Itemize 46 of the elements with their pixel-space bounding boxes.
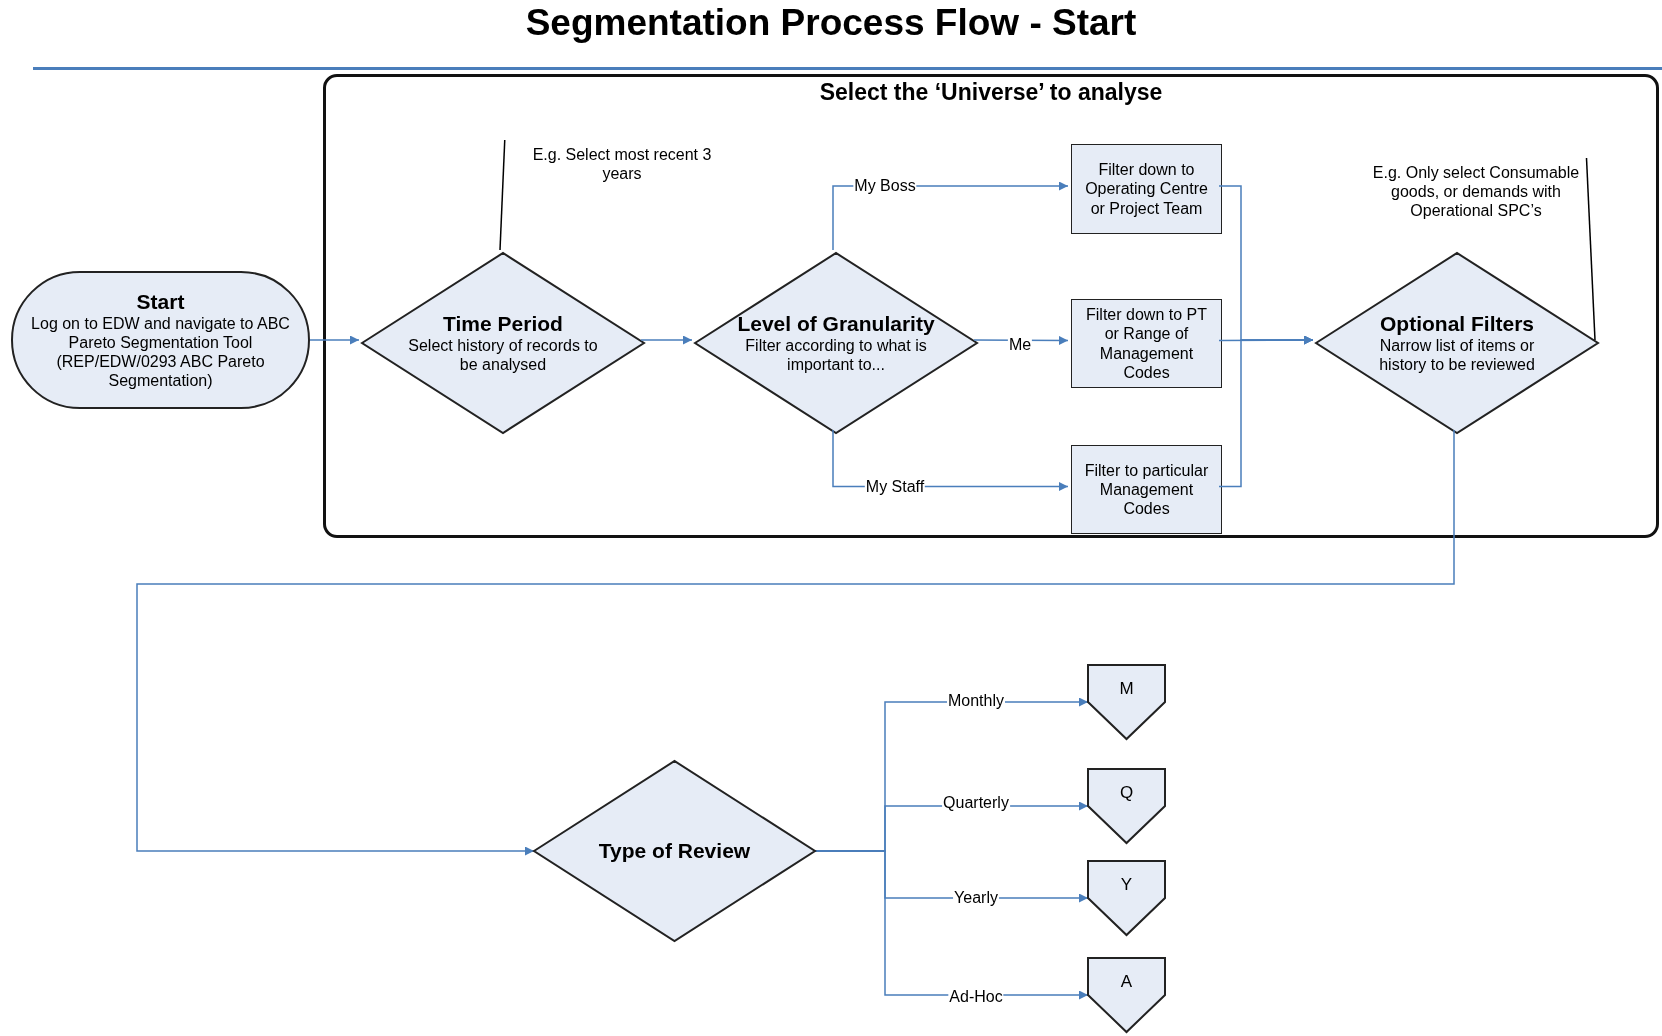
arrow [309, 335, 360, 345]
node-text: Filter down to Operating Centre or Project Team [1084, 160, 1209, 218]
node-text: Filter to particular Management Codes [1083, 460, 1210, 519]
node-text: M [1119, 679, 1134, 700]
group-heading: Select the ‘Universe’ to analyse [818, 79, 1164, 106]
group-frame [323, 74, 1659, 538]
arrow [832, 181, 1069, 251]
arrow [136, 429, 1455, 856]
off-page-connector [1088, 665, 1165, 739]
decision-diamond [362, 253, 644, 433]
edge-label: Monthly [947, 692, 1005, 710]
node-text: Log on to EDW and navigate to ABC Pareto Segmentation Tool (REP/EDW/0293 ABC Pareto Segmentation) [30, 313, 291, 391]
arrow [640, 335, 693, 345]
node-text: Q [1119, 783, 1134, 804]
node-text: Type of Review [598, 838, 751, 864]
leader-line [499, 139, 506, 251]
edge-label: Yearly [953, 889, 999, 907]
node-text: Filter down to PT or Range of Management Codes [1085, 305, 1208, 382]
off-page-connector [1088, 769, 1165, 843]
diagram-title: Segmentation Process Flow - Start [524, 2, 1138, 44]
node-text: Select history of records to be analysed [407, 335, 599, 375]
process-box [1071, 445, 1222, 534]
edge-label: My Staff [864, 478, 926, 496]
node-text: Narrow list of items or history to be reviewed [1378, 335, 1536, 375]
node-title: Time Period [443, 311, 563, 336]
edge-label: My Boss [853, 177, 917, 195]
process-box [1071, 299, 1222, 388]
process-box [1071, 144, 1222, 234]
decision-diamond [1316, 253, 1598, 433]
decision-diamond [534, 761, 815, 941]
arrow [832, 429, 1069, 491]
node-text: A [1120, 972, 1133, 993]
node-title: Level of Granularity [737, 311, 935, 336]
annotation-text: E.g. Only select Consumable goods, or demands with Operational SPC’s [1359, 161, 1593, 229]
off-page-connector [1088, 958, 1165, 1032]
arrow [973, 335, 1069, 345]
node-title: Optional Filters [1380, 311, 1534, 336]
decision-diamond [695, 253, 977, 433]
arrow [1218, 335, 1314, 488]
off-page-connector [1088, 861, 1165, 935]
leader-line [1585, 157, 1596, 341]
node-title: Start [136, 289, 185, 314]
node-text: Filter according to what is important to... [744, 335, 928, 375]
edge-label: Quarterly [942, 794, 1010, 812]
annotation-text: E.g. Select most recent 3 years [503, 143, 741, 191]
node-text: Y [1120, 875, 1133, 896]
